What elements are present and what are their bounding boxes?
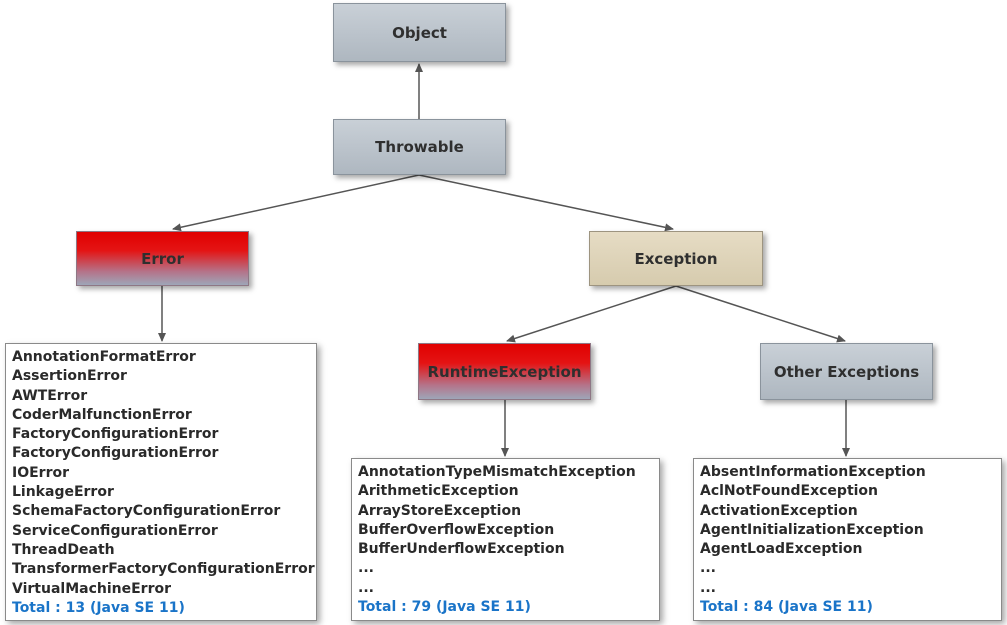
other-total-label: Total : 84 (Java SE 11) — [700, 599, 873, 616]
list-item: CoderMalfunctionError — [12, 406, 192, 423]
exception-node-label: Exception — [634, 249, 718, 268]
list-item: AWTError — [12, 387, 88, 404]
list-item: ... — [700, 560, 716, 577]
list-item: FactoryConfigurationError — [12, 426, 219, 443]
list-item: FactoryConfigurationError — [12, 445, 219, 462]
list-item: AssertionError — [12, 368, 127, 385]
other-exceptions-node-label: Other Exceptions — [773, 362, 920, 381]
other-exceptions-node: Other Exceptions — [760, 343, 933, 400]
runtime-exception-node: RuntimeException — [418, 343, 591, 400]
error-node: Error — [76, 231, 249, 286]
exception-node: Exception — [589, 231, 763, 286]
object-node: Object — [333, 3, 506, 62]
runtime-exception-node-label: RuntimeException — [427, 362, 582, 381]
list-item: AclNotFoundException — [700, 483, 879, 500]
list-item: ... — [358, 560, 374, 577]
edge-exception-to-other — [675, 285, 846, 343]
throwable-node: Throwable — [333, 119, 506, 175]
list-item: ... — [358, 579, 374, 596]
throwable-node-label: Throwable — [375, 138, 464, 156]
list-item: ArithmeticException — [358, 483, 519, 500]
list-item: ... — [700, 579, 716, 596]
list-item: AnnotationFormatError — [12, 349, 196, 365]
error-node-label: Error — [141, 249, 184, 268]
runtime-total-label: Total : 79 (Java SE 11) — [358, 599, 531, 616]
error-total-label: Total : 13 (Java SE 11) — [12, 599, 185, 616]
list-item: VirtualMachineError — [12, 580, 171, 597]
list-item: LinkageError — [12, 484, 114, 501]
edge-throwable-to-error — [172, 174, 420, 232]
list-item: ArrayStoreException — [358, 502, 522, 519]
list-item: ServiceConfigurationError — [12, 522, 218, 539]
list-item: AgentLoadException — [700, 541, 863, 558]
other-exceptions-subclass-list: AbsentInformationException AclNotFoundEx… — [693, 458, 1002, 621]
list-item: BufferUnderflowException — [358, 541, 565, 558]
list-item: ActivationException — [700, 502, 858, 519]
object-node-label: Object — [392, 23, 447, 42]
list-item: IOError — [12, 464, 70, 481]
edge-throwable-to-exception — [418, 174, 674, 232]
list-item: AgentInitializationException — [700, 521, 924, 538]
edge-exception-to-runtime — [506, 285, 677, 343]
list-item: ThreadDeath — [12, 541, 115, 558]
error-subclass-list: AnnotationFormatError AssertionError AWT… — [5, 343, 317, 621]
list-item: BufferOverflowException — [358, 521, 555, 538]
list-item: SchemaFactoryConfigurationError — [12, 503, 281, 520]
list-item: TransformerFactoryConfigurationError — [12, 561, 315, 578]
runtime-exception-subclass-list: AnnotationTypeMismatchException Arithmet… — [351, 458, 660, 621]
list-item: AbsentInformationException — [700, 464, 926, 480]
list-item: AnnotationTypeMismatchException — [358, 464, 636, 480]
